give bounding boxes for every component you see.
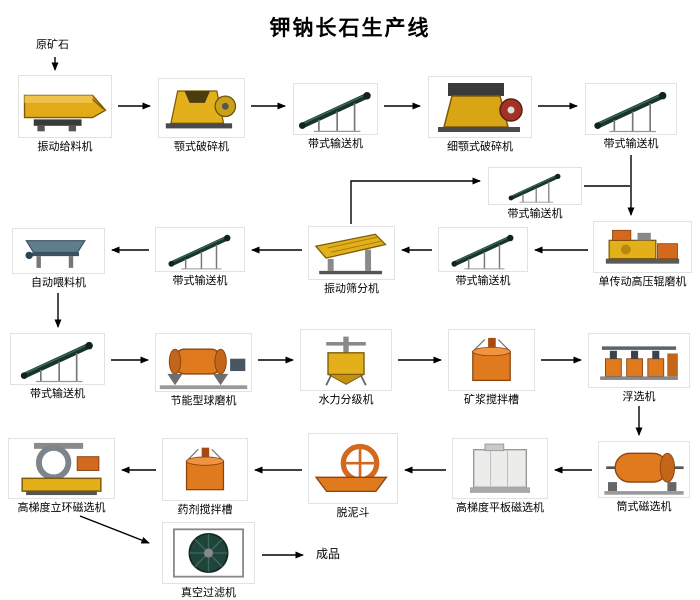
equipment-label: 高梯度立环磁选机 xyxy=(17,502,106,514)
vibrating-screen-icon xyxy=(309,227,394,279)
equipment-image xyxy=(428,76,532,138)
equipment-label: 带式输送机 xyxy=(507,208,563,220)
equipment-label: 矿浆搅拌槽 xyxy=(464,394,519,406)
equipment-label: 自动喂料机 xyxy=(31,277,86,289)
vacuum-filter-icon xyxy=(163,523,254,583)
node-belt-conveyor-1: 带式输送机 xyxy=(293,83,378,151)
equipment-image xyxy=(293,83,378,135)
equipment-label: 细颚式破碎机 xyxy=(447,141,513,153)
belt-conveyor-icon xyxy=(489,168,581,204)
node-belt-conveyor-4: 带式输送机 xyxy=(155,227,245,288)
mixing-tank-icon xyxy=(163,439,247,500)
equipment-label: 单传动高压辊磨机 xyxy=(598,276,687,288)
page-title: 钾钠长石生产线 xyxy=(269,16,431,40)
equipment-label: 颚式破碎机 xyxy=(174,141,229,153)
equipment-label: 节能型球磨机 xyxy=(170,395,237,407)
equipment-label: 浮选机 xyxy=(622,391,656,403)
hydraulic-classifier-icon xyxy=(301,330,391,390)
equipment-label: 筒式磁选机 xyxy=(616,501,672,513)
equipment-label: 水力分级机 xyxy=(318,394,374,406)
node-reagent-mixing-tank: 药剂搅拌槽 xyxy=(162,438,248,517)
jaw-crusher-icon xyxy=(159,79,244,137)
node-flotation-machine: 浮选机 xyxy=(588,333,690,404)
equipment-label: 药剂搅拌槽 xyxy=(177,504,233,516)
raw-ore-label: 原矿石 xyxy=(36,39,69,51)
equipment-image xyxy=(18,75,112,138)
equipment-image xyxy=(448,329,535,391)
equipment-label: 真空过滤机 xyxy=(181,587,236,599)
equipment-image xyxy=(593,221,692,273)
node-vacuum-filter: 真空过滤机 xyxy=(162,522,255,600)
equipment-image xyxy=(438,227,528,272)
vertical-ring-magnetic-separator-icon xyxy=(9,439,114,498)
node-drum-magnetic-separator: 筒式磁选机 xyxy=(598,441,690,514)
flow-arrow xyxy=(79,515,150,544)
belt-conveyor-icon xyxy=(294,84,377,134)
node-vertical-ring-magnetic-separator: 高梯度立环磁选机 xyxy=(8,438,115,515)
equipment-image xyxy=(488,167,582,205)
belt-conveyor-icon xyxy=(439,228,527,271)
node-ball-mill: 节能型球磨机 xyxy=(155,333,252,408)
equipment-label: 高梯度平板磁选机 xyxy=(456,502,544,514)
belt-conveyor-icon xyxy=(156,228,244,271)
equipment-label: 带式输送机 xyxy=(603,138,659,150)
node-fine-jaw-crusher: 细颚式破碎机 xyxy=(428,76,532,154)
equipment-image xyxy=(308,433,398,504)
equipment-image xyxy=(588,333,690,388)
ball-mill-icon xyxy=(156,334,251,391)
node-belt-conveyor-3: 带式输送机 xyxy=(438,227,528,288)
node-vibrating-feeder: 振动给料机 xyxy=(18,75,112,154)
equipment-label: 带式输送机 xyxy=(455,275,511,287)
finished-product-label: 成品 xyxy=(316,547,341,561)
vibrating-feeder-icon xyxy=(19,76,111,137)
roller-mill-icon xyxy=(594,222,691,272)
node-slurry-mixing-tank: 矿浆搅拌槽 xyxy=(448,329,535,407)
equipment-image xyxy=(12,228,105,274)
equipment-image xyxy=(158,78,245,138)
node-jaw-crusher: 颚式破碎机 xyxy=(158,78,245,154)
equipment-image xyxy=(155,333,252,392)
node-hydraulic-classifier: 水力分级机 xyxy=(300,329,392,407)
equipment-label: 振动筛分机 xyxy=(324,283,379,295)
node-belt-conveyor-2: 带式输送机 xyxy=(585,83,677,151)
node-auto-feeder: 自动喂料机 xyxy=(12,228,105,290)
equipment-image xyxy=(452,438,548,499)
node-plate-magnetic-separator: 高梯度平板磁选机 xyxy=(452,438,548,515)
auto-feeder-icon xyxy=(13,229,104,273)
equipment-image xyxy=(162,438,248,501)
node-high-pressure-roller-mill: 单传动高压辊磨机 xyxy=(593,221,692,289)
equipment-label: 带式输送机 xyxy=(30,388,85,400)
equipment-image xyxy=(155,227,245,272)
equipment-image xyxy=(10,333,105,385)
equipment-image xyxy=(300,329,392,391)
node-vibrating-screen: 振动筛分机 xyxy=(308,226,395,296)
equipment-label: 带式输送机 xyxy=(308,138,363,150)
flow-arrow xyxy=(350,177,481,224)
equipment-image xyxy=(585,83,677,135)
node-belt-conveyor-recirculation: 带式输送机 xyxy=(488,167,582,221)
node-belt-conveyor-5: 带式输送机 xyxy=(10,333,105,401)
flotation-machine-icon xyxy=(589,334,689,387)
plate-magnetic-separator-icon xyxy=(453,439,547,498)
equipment-image xyxy=(308,226,395,280)
equipment-image xyxy=(598,441,690,498)
equipment-image xyxy=(8,438,115,499)
fine-jaw-crusher-icon xyxy=(429,77,531,137)
desliming-hopper-icon xyxy=(309,434,397,503)
equipment-label: 带式输送机 xyxy=(172,275,228,287)
mixing-tank-icon xyxy=(449,330,534,390)
equipment-image xyxy=(162,522,255,584)
belt-conveyor-icon xyxy=(586,84,676,134)
equipment-label: 振动给料机 xyxy=(37,141,93,153)
drum-magnetic-separator-icon xyxy=(599,442,689,497)
node-desliming-hopper: 脱泥斗 xyxy=(308,433,398,520)
equipment-label: 脱泥斗 xyxy=(336,507,370,519)
belt-conveyor-icon xyxy=(11,334,104,384)
